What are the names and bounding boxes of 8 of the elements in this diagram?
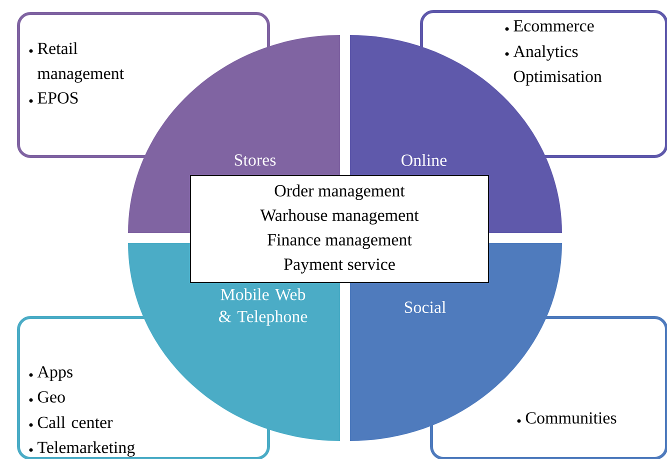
bullet-item: Ecommerce — [505, 20, 594, 32]
bullet-item: Apps — [29, 366, 72, 382]
bullet-item: Call center — [29, 416, 113, 428]
bullet-item: Telemarketing — [29, 441, 135, 457]
bullet-item: Geo — [29, 391, 65, 403]
bullet-item: EPOS — [29, 92, 78, 104]
center-box: Order management Warhouse management Finance management Payment service — [190, 175, 489, 283]
bullet-item: Retail management — [29, 42, 124, 83]
